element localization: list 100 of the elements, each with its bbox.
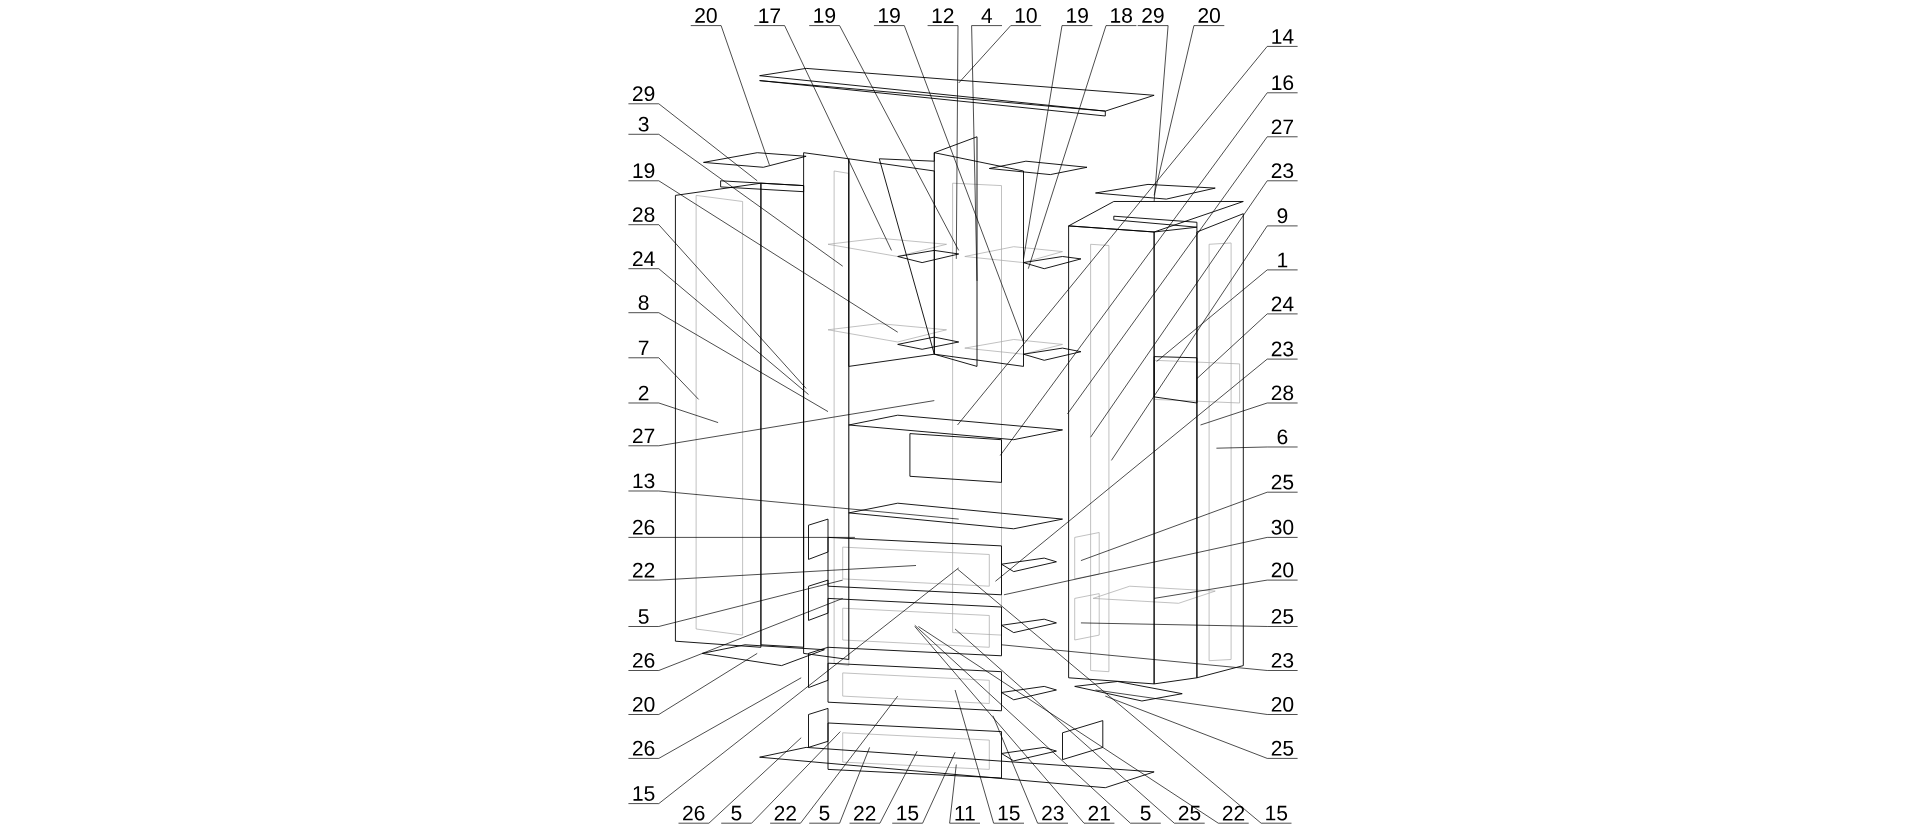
callout-number: 27 [633, 428, 655, 444]
leader-line [1216, 446, 1298, 449]
callout-number: 5 [1140, 805, 1151, 821]
leader-line [849, 750, 918, 824]
callout-number: 29 [1142, 8, 1164, 23]
callout-number: 19 [1067, 8, 1088, 23]
leader-line [958, 25, 1042, 84]
leader-line [628, 103, 758, 182]
callout-number: 25 [1271, 740, 1294, 756]
leader-line [628, 537, 856, 538]
callout-number: 12 [932, 8, 954, 23]
leader-line [1111, 225, 1298, 461]
callout-number: 16 [1272, 75, 1294, 91]
leader-line [628, 490, 960, 520]
callout-number: 25 [1271, 474, 1294, 490]
leader-line [1104, 695, 1298, 759]
callout-number: 23 [1271, 341, 1294, 357]
callout-number: 8 [638, 295, 649, 310]
leader-line [918, 626, 1250, 824]
leader-line [690, 25, 770, 166]
callout-number: 9 [1277, 208, 1288, 224]
leader-line [1080, 622, 1298, 627]
leader-line [628, 598, 844, 671]
callout-number: 23 [1042, 805, 1064, 821]
callout-number: 26 [633, 652, 655, 668]
leader-line [1023, 25, 1093, 260]
leader-line [769, 695, 899, 824]
leader-line [628, 567, 960, 804]
leader-line [1095, 689, 1298, 715]
leader-line [720, 731, 841, 824]
leader-line [1067, 136, 1298, 415]
callout-number: 23 [1271, 652, 1294, 668]
leader-line [628, 180, 899, 333]
leader-line [992, 715, 1069, 824]
callout-number: 5 [638, 609, 649, 624]
leader-line [1001, 644, 1298, 671]
callout-number: 11 [955, 806, 975, 821]
leader-line [954, 628, 1206, 824]
leader-line [999, 92, 1298, 456]
leader-line [914, 626, 1115, 824]
callout-number: 18 [1111, 8, 1132, 23]
leader-line [628, 312, 829, 412]
callout-number: 13 [633, 473, 655, 489]
leader-line [1153, 579, 1298, 599]
leader-line [628, 224, 807, 389]
leader-line [1003, 537, 1298, 596]
leader-line [995, 358, 1298, 582]
leader-line [957, 568, 1292, 824]
leader-line [808, 25, 960, 251]
callout-number: 15 [998, 805, 1020, 821]
callout-number: 6 [1277, 429, 1288, 445]
callout-number: 22 [854, 805, 876, 821]
leader-line [678, 737, 802, 824]
leader-line [1090, 180, 1298, 438]
callout-number: 22 [774, 805, 796, 821]
leader-line [628, 133, 844, 267]
callout-number: 25 [1178, 805, 1201, 821]
callout-number: 19 [879, 8, 900, 23]
callout-number: 15 [633, 786, 655, 801]
callout-number: 14 [1272, 29, 1294, 44]
callout-number: 10 [1015, 8, 1037, 23]
callout-number: 19 [814, 8, 836, 23]
callout-number: 1 [1278, 252, 1288, 268]
leader-line [628, 400, 935, 447]
leader-line [753, 25, 892, 251]
leader-line [1156, 269, 1298, 362]
callout-number: 20 [695, 8, 717, 23]
leader-line [914, 624, 1162, 824]
callout-number: 28 [1271, 385, 1294, 401]
callout-number: 23 [1271, 163, 1294, 179]
leader-line [971, 25, 1003, 282]
leader-line [957, 46, 1298, 426]
leader-line [628, 677, 802, 759]
leader-line [1080, 491, 1298, 561]
callout-number: 20 [1271, 696, 1294, 712]
callout-number: 20 [1198, 8, 1220, 23]
leader-line [628, 565, 917, 581]
callout-number: 21 [1088, 805, 1110, 821]
callout-number: 24 [1271, 296, 1294, 312]
callout-number: 28 [633, 207, 655, 222]
callout-number: 26 [633, 519, 655, 535]
callout-number: 4 [981, 8, 993, 23]
leader-line [873, 25, 1024, 343]
leader-line [1153, 25, 1225, 196]
callout-number: 20 [1271, 562, 1294, 578]
leader-line [628, 653, 758, 715]
leader-line [1027, 25, 1137, 270]
leader-line [628, 357, 699, 400]
callout-number: 20 [633, 696, 655, 712]
leader-line [927, 25, 959, 260]
callout-number: 15 [897, 805, 919, 821]
callout-number: 5 [731, 805, 742, 821]
leader-line [1196, 313, 1298, 379]
callout-number: 26 [633, 740, 655, 756]
callout-number: 3 [638, 116, 649, 132]
callout-number: 22 [1222, 805, 1245, 821]
callout-number: 2 [638, 385, 649, 401]
leader-line [949, 764, 981, 824]
callout-number: 15 [1266, 805, 1288, 821]
leader-line [1137, 25, 1169, 202]
